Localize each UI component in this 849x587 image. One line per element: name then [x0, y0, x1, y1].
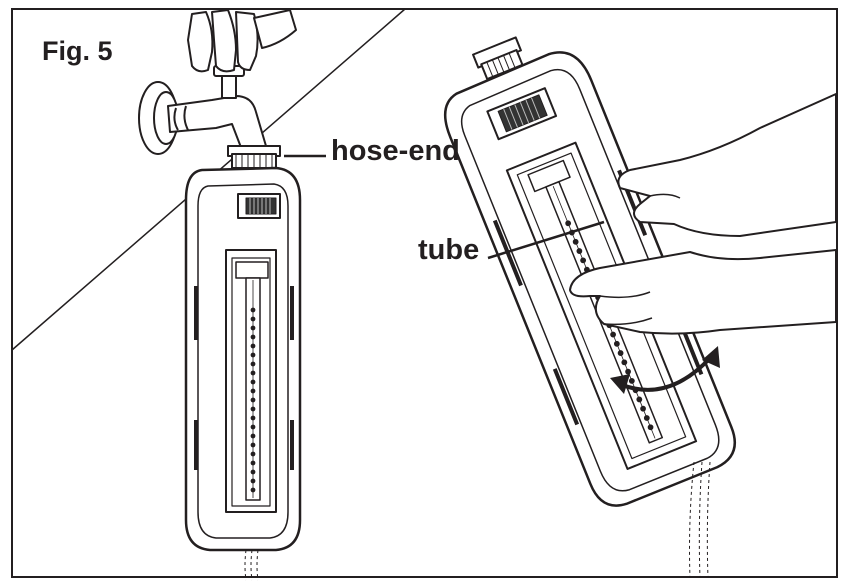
figure-title: Fig. 5	[42, 36, 113, 66]
nozzle-dot	[250, 478, 256, 484]
nozzle-dot	[250, 487, 256, 493]
nozzle-dot	[250, 370, 256, 376]
nozzle-dot	[250, 334, 256, 340]
nozzle-dot	[628, 377, 635, 384]
nozzle-dot	[250, 460, 256, 466]
nozzle-dot	[250, 316, 256, 322]
nozzle-dot	[640, 405, 646, 412]
nozzle-dot	[250, 433, 256, 439]
nozzle-dot	[250, 469, 256, 475]
hose-end-callout: hose-end	[331, 135, 460, 167]
tube-callout: tube	[418, 234, 480, 266]
nozzle-dot	[647, 424, 654, 431]
nozzle-dot	[636, 396, 643, 403]
nozzle-dot	[250, 343, 256, 349]
hand-icon	[187, 9, 297, 73]
nozzle-dot	[250, 352, 256, 358]
nozzle-dot	[580, 257, 587, 264]
water-stream	[689, 461, 711, 579]
nozzle-dot	[565, 220, 572, 227]
nozzle-dot	[250, 388, 256, 394]
nozzle-dot	[621, 359, 628, 366]
nozzle-dot	[643, 415, 650, 421]
tube-leader-line	[487, 220, 605, 260]
nozzle-dot	[250, 442, 256, 448]
nozzle-dot	[250, 379, 256, 385]
water-stream	[244, 549, 259, 581]
nozzle-dot	[250, 325, 256, 331]
nozzle-dot	[617, 350, 624, 356]
nozzle-dot	[250, 406, 256, 412]
hand-icon	[617, 93, 837, 237]
nozzle-dot	[250, 451, 256, 457]
nozzle-dot	[250, 424, 256, 430]
nozzle-dot	[576, 248, 583, 254]
nozzle-dot	[610, 331, 616, 338]
nozzle-dot	[625, 368, 631, 375]
rotation-arrow-icon	[610, 346, 720, 394]
sprinkler-icon	[184, 145, 302, 552]
nozzle-dot	[250, 415, 256, 421]
nozzle-dot	[250, 307, 256, 313]
water-faucet-icon	[138, 65, 267, 155]
hand-icon	[569, 249, 837, 335]
nozzle-dot	[250, 361, 256, 367]
nozzle-dots	[250, 307, 256, 493]
nozzle-dot	[613, 340, 620, 347]
nozzle-dot	[250, 397, 256, 403]
nozzle-dot	[572, 238, 579, 245]
